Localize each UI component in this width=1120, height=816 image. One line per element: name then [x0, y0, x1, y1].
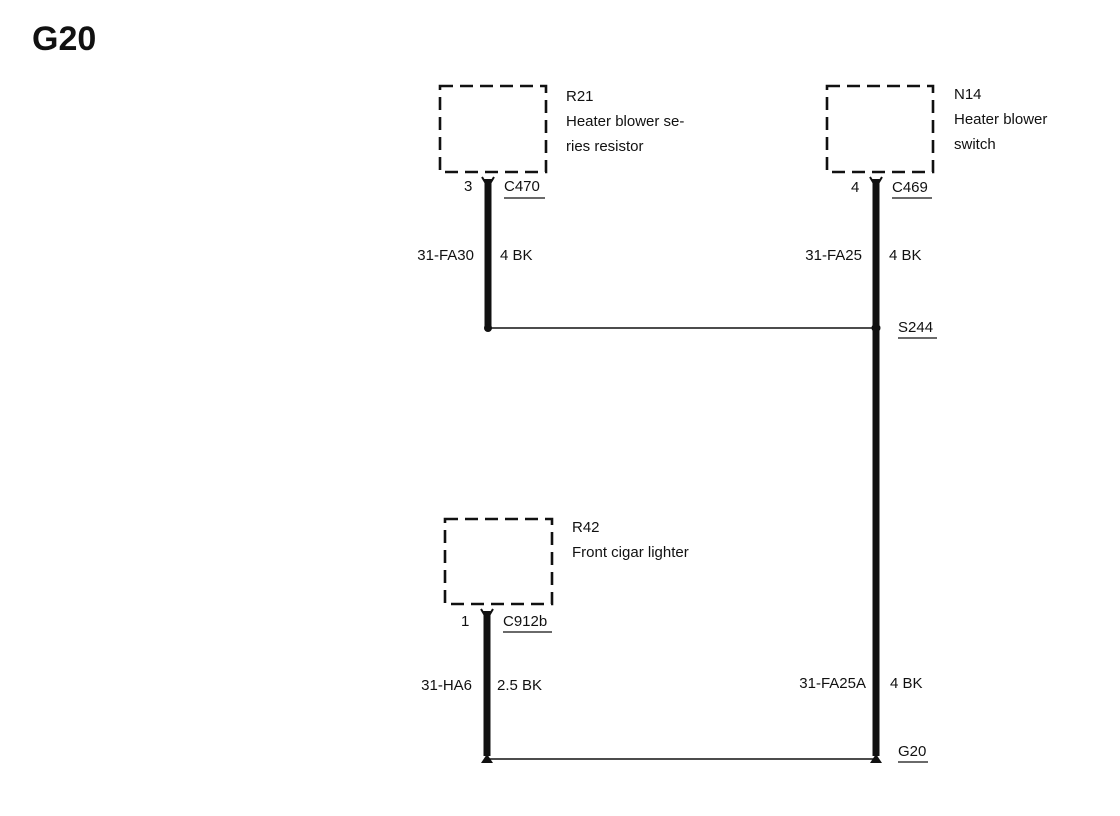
- connector-c469: C469: [892, 179, 928, 196]
- component-r21: R21 Heater blower se- ries resistor: [438, 84, 684, 174]
- component-r42-box: [443, 517, 554, 606]
- wire-31-fa30-size: 4 BK: [500, 247, 533, 264]
- splice-s244-label: S244: [898, 319, 933, 336]
- component-n14-desc-line2: switch: [954, 136, 996, 153]
- component-r42: R42 Front cigar lighter: [443, 517, 689, 606]
- component-r42-id: R42: [572, 519, 600, 536]
- connector-c470: C470: [504, 178, 540, 195]
- junction-dot: [484, 324, 492, 332]
- pin-n14-number: 4: [851, 179, 859, 196]
- wire-31-fa30-circuit: 31-FA30: [417, 247, 474, 264]
- wire-31-ha6-circuit: 31-HA6: [421, 677, 472, 694]
- component-r21-box: [438, 84, 548, 174]
- wire-31-ha6-size: 2.5 BK: [497, 677, 542, 694]
- connector-c912b: C912b: [503, 613, 547, 630]
- pin-r21-number: 3: [464, 178, 472, 195]
- component-r42-desc-line1: Front cigar lighter: [572, 544, 689, 561]
- component-n14: N14 Heater blower switch: [825, 84, 1047, 174]
- ground-g20-icon: [870, 754, 882, 763]
- wire-31-fa25a-circuit: 31-FA25A: [799, 675, 866, 692]
- component-n14-desc-line1: Heater blower: [954, 111, 1047, 128]
- wire-31-fa25-size: 4 BK: [889, 247, 922, 264]
- page-title: G20: [32, 20, 96, 58]
- component-r21-desc-line2: ries resistor: [566, 138, 644, 155]
- ground-g20-label: G20: [898, 743, 926, 760]
- component-r21-desc-line1: Heater blower se-: [566, 113, 684, 130]
- ground-left-icon: [481, 754, 493, 763]
- wire-31-fa25-circuit: 31-FA25: [805, 247, 862, 264]
- component-n14-id: N14: [954, 86, 982, 103]
- wire-31-fa25a-size: 4 BK: [890, 675, 923, 692]
- component-r21-id: R21: [566, 88, 594, 105]
- pin-r42-number: 1: [461, 613, 469, 630]
- component-n14-box: [825, 84, 935, 174]
